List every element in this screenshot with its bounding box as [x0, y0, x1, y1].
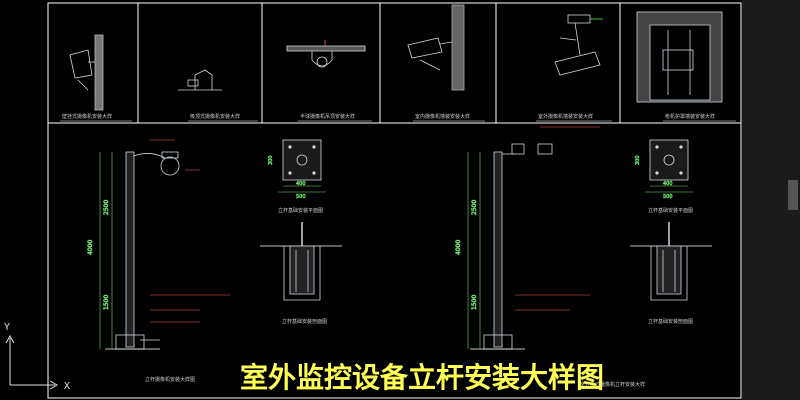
caption-5: 室外摄像机墙装安装大样: [538, 113, 593, 120]
scrollbar-thumb[interactable]: [788, 180, 798, 210]
right-dim-total: 4000: [455, 240, 462, 255]
right-plan-dims: 400 500 300: [635, 155, 693, 200]
right-pole-caption: 室外枪式摄像机立杆安装大样: [580, 381, 645, 388]
left-foundation-section: [260, 222, 342, 301]
ucs-x-label: X: [64, 381, 70, 392]
left-dim-total: 4000: [87, 240, 94, 255]
right-pole-elevation: [470, 143, 553, 350]
drawing-frame: [47, 2, 742, 399]
ucs-y-label: Y: [4, 322, 10, 333]
left-dimensions: 4000 2500 1500: [87, 152, 113, 349]
right-plan-outer: 500: [663, 194, 673, 200]
caption-3: 半球摄像机吊顶安装大样: [300, 113, 355, 120]
right-section-caption: 立杆基础安装剖面图: [648, 318, 693, 325]
detail-dome-camera: [286, 40, 366, 68]
left-pole-caption: 立杆摄像机安装大样图: [145, 376, 195, 383]
left-section-caption: 立杆基础安装剖面图: [282, 318, 327, 325]
right-dim-upper: 2500: [471, 200, 478, 215]
detail-wall-camera: [69, 34, 104, 111]
detail-ceiling-camera: [178, 69, 222, 91]
caption-1: 壁挂式摄像机安装大样: [62, 113, 112, 120]
detail-camera-housing: [636, 11, 723, 103]
detail-indoor-wall-camera: [407, 4, 465, 91]
right-plan-caption: 立杆基础安装平面图: [648, 207, 693, 214]
left-plan-outer: 500: [296, 194, 306, 200]
left-foundation-plan: [282, 139, 322, 181]
top-captions: 壁挂式摄像机安装大样 吸顶式摄像机安装大样 半球摄像机吊顶安装大样 室内摄像机墙…: [62, 113, 715, 120]
right-plan-side: 300: [635, 155, 641, 165]
caption-4: 室内摄像机墙装安装大样: [415, 113, 470, 120]
right-dimensions: 4000 2500 1500: [455, 152, 481, 349]
left-plan-caption: 立杆基础安装平面图: [278, 207, 323, 214]
left-dim-lower: 1500: [103, 295, 110, 310]
left-pole-elevation: [105, 151, 180, 350]
caption-6: 枪机护罩墙装安装大样: [665, 113, 715, 120]
left-plan-inner: 400: [296, 181, 306, 187]
left-plan-dims: 400 500 300: [268, 155, 326, 200]
left-annotations: [150, 139, 230, 323]
detail-outdoor-wall-camera: [554, 14, 603, 76]
right-plan-inner: 400: [663, 181, 673, 187]
right-foundation-plan: [649, 139, 689, 181]
right-dim-lower: 1500: [471, 295, 478, 310]
left-plan-side: 300: [268, 155, 274, 165]
right-annotations: [515, 126, 600, 311]
caption-2: 吸顶式摄像机安装大样: [190, 113, 240, 120]
drawing-title: 室外监控设备立杆安装大样图: [240, 361, 604, 394]
left-dim-upper: 2500: [103, 200, 110, 215]
right-foundation-section: [630, 222, 712, 301]
ucs-icon: [5, 334, 59, 390]
